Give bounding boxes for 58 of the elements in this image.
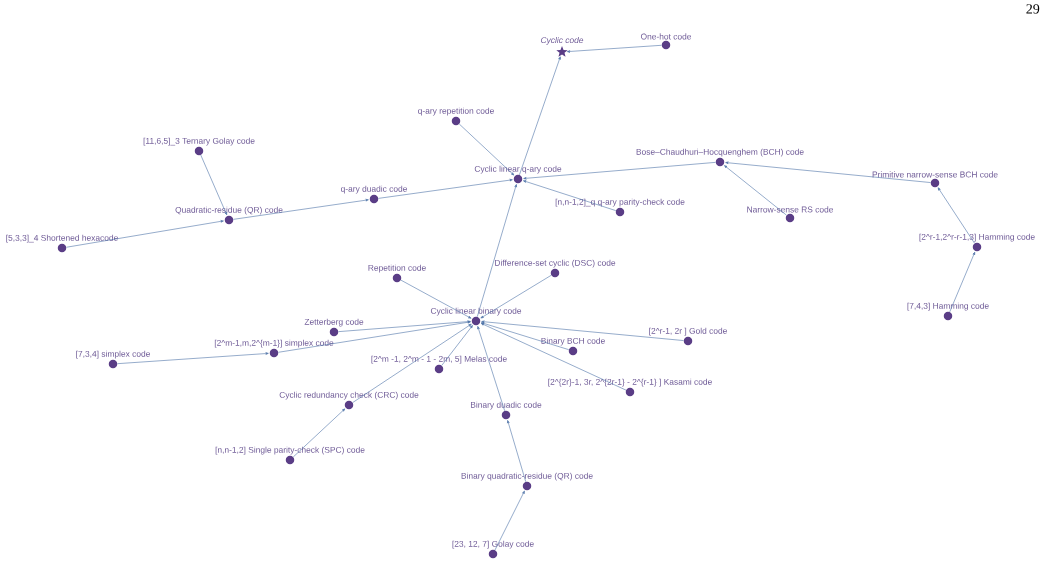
node-label: [n,n-1,2]_q q-ary parity-check code xyxy=(555,198,685,207)
arrow xyxy=(117,352,269,364)
node-label: [5,3,3]_4 Shortened hexacode xyxy=(6,234,118,243)
node-label: [2^r-1,2^r-r-1,3] Hamming code xyxy=(919,233,1035,242)
arrow xyxy=(292,408,346,458)
arrow xyxy=(724,165,787,216)
node-label: Difference-set cyclic (DSC) code xyxy=(495,259,616,268)
arrow xyxy=(523,180,617,211)
node-label: [n,n-1,2] Single parity-check (SPC) code xyxy=(215,446,365,455)
arrow xyxy=(233,198,369,220)
arrow xyxy=(523,162,716,180)
arrow xyxy=(481,322,570,350)
node-label: q-ary repetition code xyxy=(418,107,494,116)
node-label: Bose–Chaudhuri–Hocquenghem (BCH) code xyxy=(636,148,804,157)
node-label: Cyclic linear binary code xyxy=(430,307,522,316)
node-label: [7,4,3] Hamming code xyxy=(907,302,989,311)
arrow xyxy=(441,325,473,366)
node-label: Zetterberg code xyxy=(304,318,364,327)
arrow xyxy=(458,123,515,176)
arrow xyxy=(567,45,662,53)
node-label: [7,3,4] simplex code xyxy=(76,350,150,359)
node-label: Quadratic-residue (QR) code xyxy=(175,206,283,215)
node-label: Cyclic code xyxy=(541,36,584,45)
arrow xyxy=(507,420,527,483)
arrow xyxy=(480,323,627,391)
node-label: [2^m -1, 2^m - 1 - 2m, 5] Melas code xyxy=(371,355,507,364)
arrow xyxy=(477,326,505,412)
node-label: [23, 12, 7] Golay code xyxy=(452,540,534,549)
arrow xyxy=(937,187,975,244)
arrow xyxy=(476,184,517,318)
arrow xyxy=(278,321,471,353)
node-label: [2^r-1, 2r ] Gold code xyxy=(649,327,727,336)
arrow xyxy=(519,56,561,176)
node-label: Primitive narrow-sense BCH code xyxy=(872,171,998,178)
arrow xyxy=(338,320,471,332)
node-label: [11,6,5]_3 Ternary Golay code xyxy=(143,137,255,146)
arrow xyxy=(949,251,976,313)
page-number: 29 xyxy=(1026,4,1040,14)
arrow xyxy=(66,220,224,248)
node-label: [2^m-1,m,2^{m-1}] simplex code xyxy=(214,339,334,348)
node-label: Narrow-sense RS code xyxy=(747,206,834,213)
node-label: One-hot code xyxy=(640,33,692,40)
arrow xyxy=(200,154,228,216)
node-label: Cyclic redundancy check (CRC) code xyxy=(279,391,419,400)
arrow xyxy=(400,279,472,319)
node-label: [2^{2r}-1, 3r, 2^{2r-1} - 2^{r-1} ] Kasami code xyxy=(548,378,712,387)
arrow xyxy=(378,178,513,199)
node-label: Repetition code xyxy=(368,264,426,273)
arrow xyxy=(481,320,684,341)
node-label: Binary BCH code xyxy=(541,337,605,346)
arrow xyxy=(352,323,472,403)
node-label: Binary duadic code xyxy=(471,401,542,410)
node-label: Binary quadratic-residue (QR) code xyxy=(461,472,593,481)
node-label: Cyclic linear q-ary code xyxy=(474,165,562,174)
node-label: q-ary duadic code xyxy=(341,185,407,194)
arrow xyxy=(480,275,552,319)
arrow xyxy=(494,490,525,551)
arrow xyxy=(725,161,931,183)
